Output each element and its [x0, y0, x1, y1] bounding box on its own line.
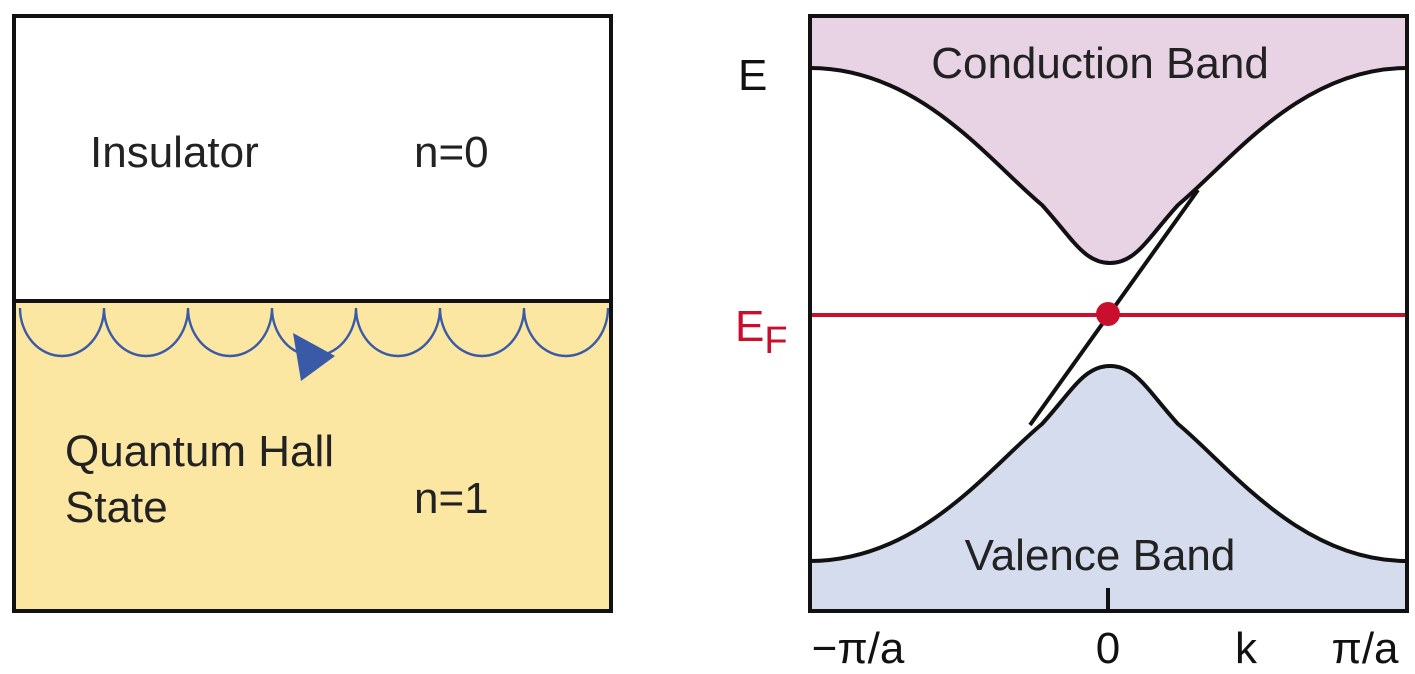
valence-band-edge: [809, 363, 1408, 563]
edge-state-arrow-icon: [293, 333, 335, 381]
insulator-index: n=0: [414, 128, 489, 177]
conduction-band-region: [810, 16, 1407, 263]
fermi-energy-label: EF: [735, 302, 788, 362]
energy-axis-label: E: [738, 51, 767, 100]
left-panel: Insulator n=0 Quantum Hall State n=1: [12, 14, 613, 613]
tick-label-zero: 0: [1096, 624, 1120, 673]
fermi-label-main: E: [735, 302, 764, 351]
tick-label-neg-pi: −π/a: [812, 624, 905, 673]
conduction-band-edge: [809, 66, 1408, 266]
quantum-hall-label-line1: Quantum Hall: [65, 427, 334, 476]
insulator-label: Insulator: [90, 128, 259, 177]
left-panel-frame: [12, 14, 613, 613]
fermi-label-subscript: F: [764, 320, 787, 362]
tick-label-pos-pi: π/a: [1331, 624, 1399, 673]
conduction-band-label: Conduction Band: [931, 39, 1269, 88]
quantum-hall-label-line2: State: [65, 483, 168, 532]
valence-band-label: Valence Band: [965, 531, 1236, 580]
valence-band-region: [810, 366, 1407, 611]
right-panel: Conduction Band Valence Band E EF −π/a 0…: [735, 14, 1409, 673]
insulator-region: [14, 16, 611, 301]
quantum-hall-index: n=1: [414, 474, 489, 523]
k-axis-label: k: [1235, 624, 1258, 673]
fermi-crossing-dot: [1096, 302, 1120, 326]
